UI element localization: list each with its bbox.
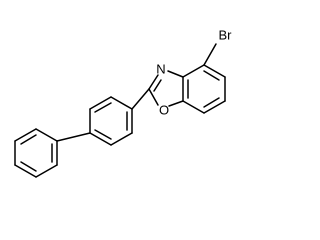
nitrogen-atom-label: N	[156, 62, 165, 77]
bond	[94, 129, 112, 140]
bond	[94, 102, 112, 113]
bond	[131, 88, 150, 110]
bond	[203, 64, 226, 78]
bond	[203, 97, 220, 108]
oxygen-atom-label: O	[159, 103, 169, 118]
bond	[20, 161, 37, 172]
bond	[35, 164, 58, 178]
bond	[148, 74, 159, 90]
bond	[14, 164, 37, 178]
bond	[203, 70, 220, 81]
bond	[203, 100, 226, 114]
bond	[182, 100, 205, 114]
bond	[182, 64, 205, 78]
bond	[167, 70, 184, 78]
molecule-structure: Br N O	[14, 28, 232, 178]
bond	[56, 132, 91, 142]
bond	[35, 128, 58, 142]
bond	[14, 128, 37, 142]
bond	[168, 100, 184, 107]
bond	[153, 79, 162, 92]
bond	[89, 132, 112, 146]
bond	[20, 134, 37, 145]
atom-labels: Br N O	[156, 28, 232, 118]
bond	[89, 96, 112, 110]
bonds	[14, 43, 226, 178]
bond	[110, 132, 133, 146]
bond	[148, 88, 159, 106]
bond	[203, 43, 217, 66]
bromine-atom-label: Br	[219, 28, 233, 43]
bond	[110, 96, 133, 110]
